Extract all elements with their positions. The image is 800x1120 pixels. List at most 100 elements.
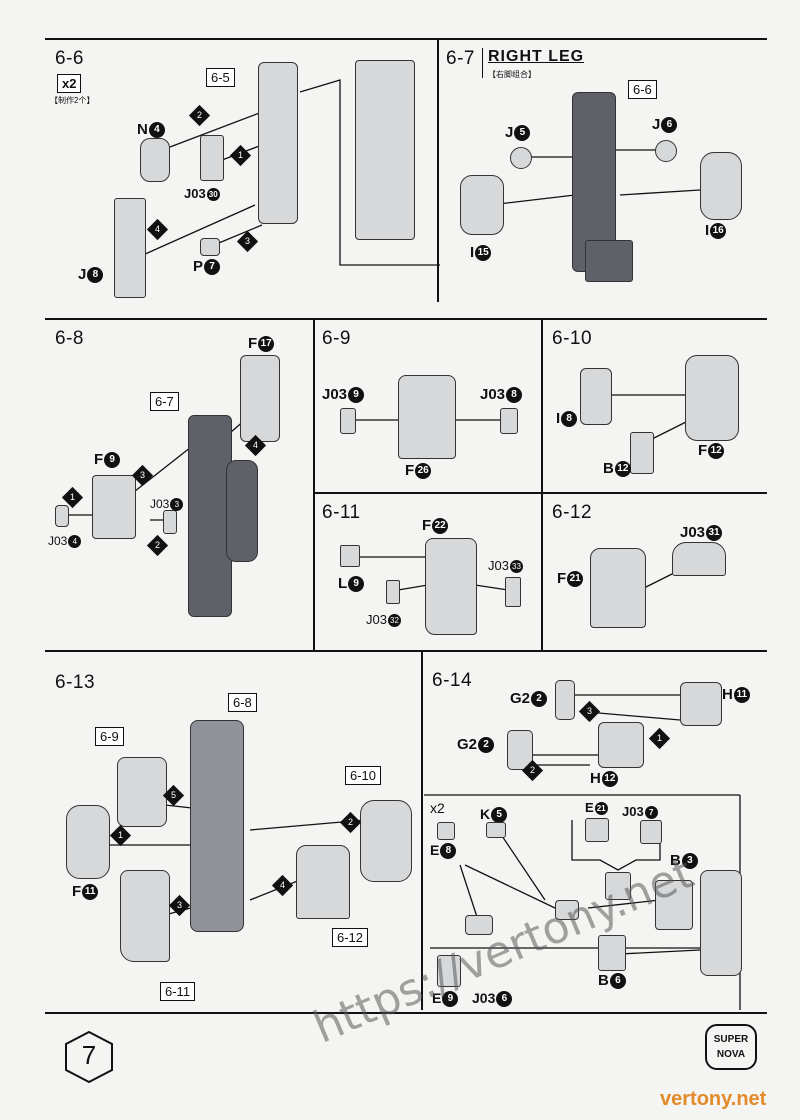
part-l9: [340, 545, 360, 567]
part-h11: [680, 682, 722, 726]
part-6-9-sub: [117, 757, 167, 827]
heading-right-leg: RIGHT LEG: [488, 48, 585, 65]
page-number-hexagon: [65, 1030, 113, 1084]
page-number: 7: [81, 1040, 97, 1070]
part-j03-30: [200, 135, 224, 181]
divider-6-6-6-7: [437, 40, 439, 302]
upper-leg-frame-part: [258, 62, 298, 224]
part-f17: [240, 355, 280, 442]
part-f9: [92, 475, 136, 539]
part-n4: [140, 138, 170, 182]
part-6-11-sub: [120, 870, 170, 962]
brand-line-1: SUPER: [713, 1034, 749, 1045]
part-i16: [700, 152, 742, 220]
part-f21: [590, 548, 646, 628]
step-title-6-7: 6-7: [446, 48, 475, 69]
brand-line-2: NOVA: [716, 1049, 746, 1060]
part-f11: [66, 805, 110, 879]
part-j03-32: [386, 580, 400, 604]
multiplier-6-14: x2: [430, 800, 445, 816]
part-j8: [114, 198, 146, 298]
step-title-6-10: 6-10: [552, 328, 593, 349]
part-e9: [437, 955, 461, 987]
part-j03-9: [340, 408, 356, 434]
rule-row2: [45, 318, 767, 320]
part-e8: [465, 915, 493, 935]
part-e8-b: [555, 900, 579, 920]
part-6-12-sub: [296, 845, 350, 919]
part-j5: [510, 147, 532, 169]
bottom-rule: [45, 1012, 767, 1014]
ref-box-6-9: 6-9: [95, 727, 124, 746]
step-title-6-9: 6-9: [322, 328, 351, 349]
step-title-6-14: 6-14: [432, 670, 473, 691]
divider-6-8: [313, 320, 315, 650]
part-j03-31: [672, 542, 726, 576]
part-f12: [685, 355, 739, 441]
part-b12: [630, 432, 654, 474]
part-6-10-sub: [360, 800, 412, 882]
step-title-6-13: 6-13: [55, 672, 96, 693]
part-e21: [585, 818, 609, 842]
part-j03-3: [163, 510, 177, 534]
part-f22: [425, 538, 477, 635]
rule-row3: [45, 650, 767, 652]
part-i15: [460, 175, 504, 235]
step-title-6-12: 6-12: [552, 502, 593, 523]
subheading-6-7: 【右脚组合】: [488, 70, 536, 79]
part-h12: [598, 722, 644, 768]
top-rule: [45, 38, 767, 40]
part-j6: [655, 140, 677, 162]
leg-assembly-6-13-part: [190, 720, 244, 932]
part-x2-small: [437, 822, 455, 840]
step-title-6-6: 6-6: [55, 48, 84, 69]
right-leg-foot-joint-part: [585, 240, 633, 282]
rule-6-11: [315, 492, 767, 494]
part-i8: [580, 368, 612, 425]
ref-box-6-12: 6-12: [332, 928, 369, 947]
part-b3-sub: [605, 872, 631, 900]
step-title-6-11: 6-11: [322, 502, 361, 523]
heading-bar-6-7: [482, 48, 483, 78]
divider-6-9: [541, 320, 543, 650]
part-j03-4: [55, 505, 69, 527]
part-j03-33: [505, 577, 521, 607]
note-6-6: 【制作2个】: [50, 96, 95, 105]
brand-badge: SUPER NOVA: [705, 1024, 757, 1070]
part-f26: [398, 375, 456, 459]
step-title-6-8: 6-8: [55, 328, 84, 349]
part-j03-8: [500, 408, 518, 434]
